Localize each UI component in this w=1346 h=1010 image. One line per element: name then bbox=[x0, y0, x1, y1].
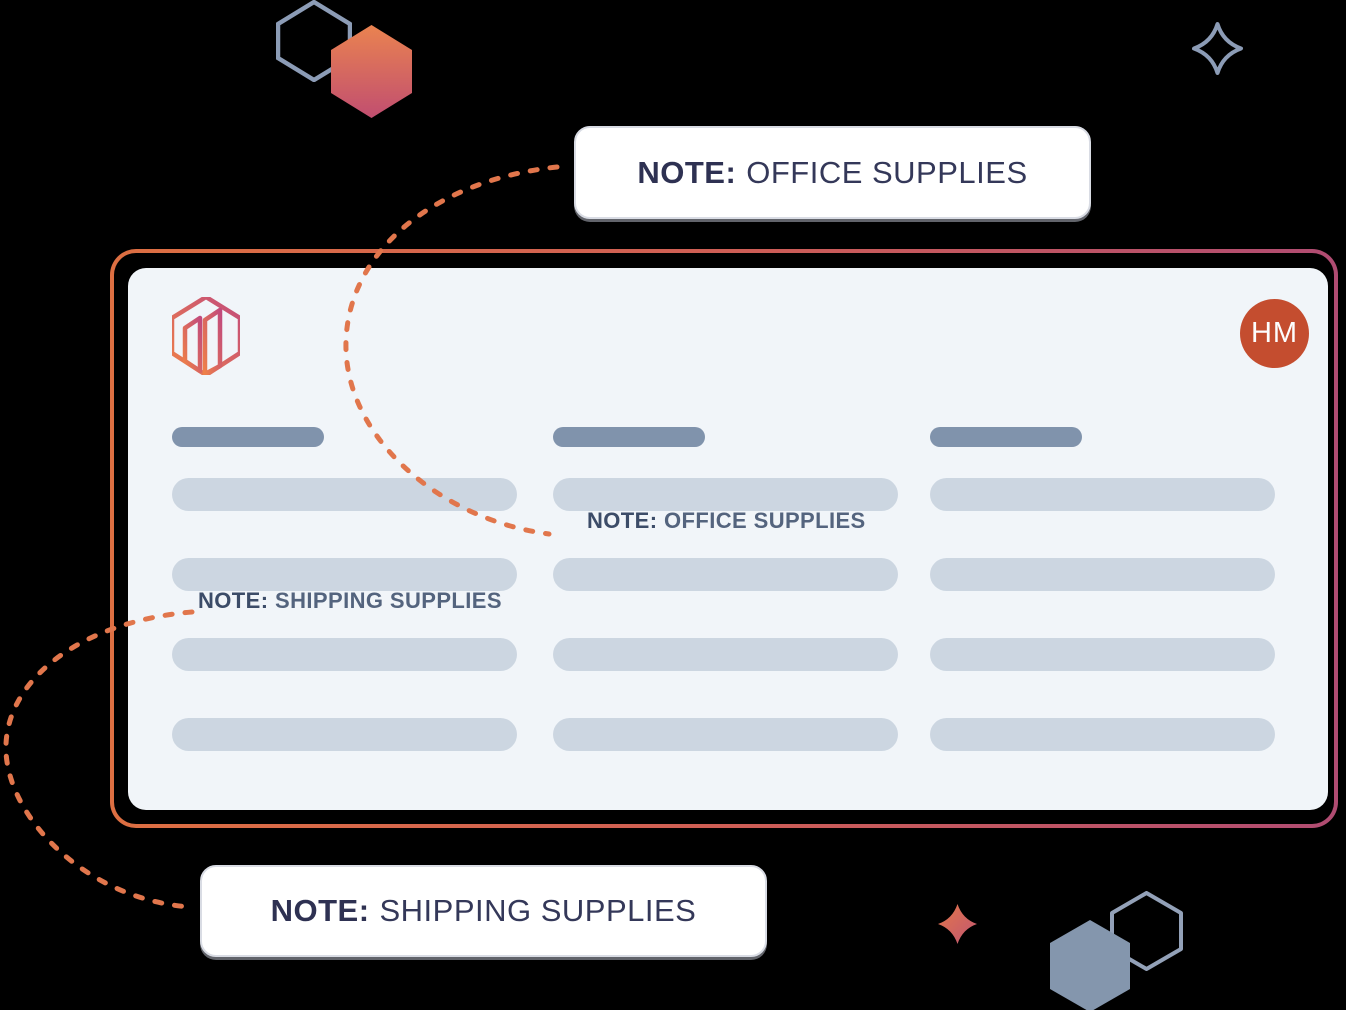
note-label: SHIPPING SUPPLIES bbox=[275, 588, 502, 613]
field-value-bar bbox=[553, 478, 898, 511]
callout-prefix: NOTE: bbox=[270, 893, 370, 928]
note-prefix: NOTE: bbox=[198, 588, 269, 613]
callout-shipping-supplies: NOTE: SHIPPING SUPPLIES bbox=[200, 865, 767, 957]
field-value-bar bbox=[930, 638, 1275, 671]
callout-office-supplies: NOTE:OFFICE SUPPLIES bbox=[574, 126, 1091, 219]
field-value-bar bbox=[172, 478, 517, 511]
document-card: HM NOTE:OFFICE SUPPLIES NOTE:SHIPPING SU… bbox=[128, 268, 1328, 810]
callout-prefix: NOTE: bbox=[637, 154, 737, 190]
field-value-bar bbox=[930, 478, 1275, 511]
field-label-bar bbox=[172, 427, 324, 447]
field-value-bar bbox=[930, 718, 1275, 751]
field-value-bar bbox=[553, 638, 898, 671]
field-label-bar bbox=[553, 427, 705, 447]
note-label: OFFICE SUPPLIES bbox=[664, 508, 866, 533]
hexagon-outline-icon bbox=[276, 0, 352, 82]
field-value-bar bbox=[553, 718, 898, 751]
hexagon-outline-icon bbox=[1110, 891, 1183, 971]
field-label-bar bbox=[930, 427, 1082, 447]
cube-logo-icon bbox=[172, 297, 240, 375]
note-office-supplies-inline: NOTE:OFFICE SUPPLIES bbox=[587, 508, 866, 534]
field-value-bar bbox=[553, 558, 898, 591]
hexagon-gradient-icon bbox=[331, 25, 412, 118]
field-value-bar bbox=[172, 558, 517, 591]
field-value-bar bbox=[172, 638, 517, 671]
note-prefix: NOTE: bbox=[587, 508, 658, 533]
hexagon-filled-icon bbox=[1050, 920, 1130, 1010]
field-value-bar bbox=[172, 718, 517, 751]
callout-label: SHIPPING SUPPLIES bbox=[379, 893, 697, 928]
callout-label: OFFICE SUPPLIES bbox=[746, 154, 1028, 190]
note-shipping-supplies-inline: NOTE:SHIPPING SUPPLIES bbox=[198, 588, 502, 614]
avatar: HM bbox=[1240, 299, 1309, 368]
sparkle-outline-icon bbox=[1192, 22, 1243, 75]
field-value-bar bbox=[930, 558, 1275, 591]
sparkle-gradient-icon bbox=[938, 904, 977, 944]
